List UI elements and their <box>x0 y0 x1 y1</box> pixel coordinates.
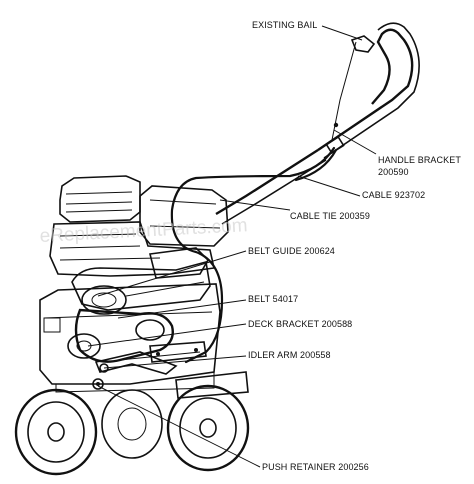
leader-existing-bail <box>321 25 363 41</box>
label-handle-bracket-pn: 200590 <box>378 167 409 177</box>
front-wheel-left <box>14 388 98 476</box>
rear-wheel <box>166 371 250 472</box>
front-wheel-right <box>101 389 163 459</box>
leader-cable-tie <box>219 199 291 211</box>
handle <box>215 22 420 225</box>
leader-belt <box>117 299 247 319</box>
leader-belt-guide <box>97 250 247 297</box>
label-handle-bracket: HANDLE BRACKET <box>378 155 461 165</box>
label-push-retainer: PUSH RETAINER 200256 <box>262 462 369 472</box>
belt-guide <box>71 261 211 315</box>
label-idler-arm: IDLER ARM 200558 <box>248 350 331 360</box>
label-cable-tie: CABLE TIE 200359 <box>290 211 370 221</box>
label-existing-bail: EXISTING BAIL <box>252 20 317 30</box>
leader-cable <box>297 175 361 197</box>
label-belt: BELT 54017 <box>248 294 298 304</box>
label-belt-guide: BELT GUIDE 200624 <box>248 246 335 256</box>
handle-bracket <box>325 122 345 155</box>
callout-labels: EXISTING BAIL HANDLE BRACKET 200590 CABL… <box>248 20 461 472</box>
label-deck-bracket: DECK BRACKET 200588 <box>248 319 352 329</box>
leader-push-retainer <box>97 385 261 468</box>
leader-lines <box>87 25 377 468</box>
cable <box>170 146 338 364</box>
push-retainer <box>92 378 104 390</box>
engine <box>49 175 229 279</box>
leader-idler-arm <box>103 355 247 369</box>
label-cable: CABLE 923702 <box>362 190 425 200</box>
leader-deck-bracket <box>87 323 247 347</box>
leader-handle-bracket <box>333 129 377 155</box>
